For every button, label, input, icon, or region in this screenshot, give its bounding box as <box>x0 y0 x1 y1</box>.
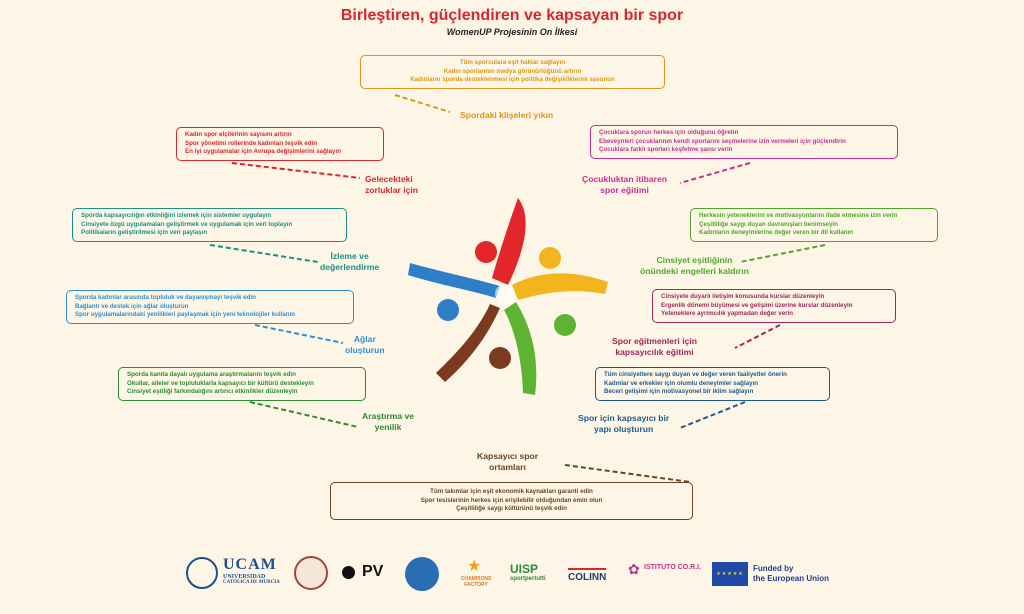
figure-blue <box>408 263 500 321</box>
ucam-logo: UCAM UNIVERSIDAD CATÓLICA DE MURCIA <box>223 556 280 585</box>
university-seal-icon <box>294 556 328 590</box>
principle-box-3: Sporda kapsayıcılığın etkinliğini izleme… <box>72 208 347 242</box>
connector-7 <box>249 401 359 428</box>
principle-item: Ebeveynleri çocuklarının kendi sporların… <box>599 137 846 145</box>
uisp-logo: UISP sportpertutti <box>510 562 546 582</box>
principle-label-4: Cinsiyet eşitliğinin önündeki engelleri … <box>640 255 749 276</box>
principle-item: Yeteneklere ayrımcılık yapmadan değer ve… <box>661 310 794 318</box>
principle-item: Bağlantı ve destek için ağlar oluşturun <box>75 302 189 310</box>
connector-3 <box>209 244 319 263</box>
principle-item: Okullar, aileler ve topluluklarla kapsay… <box>127 379 314 387</box>
principle-item: Tüm cinsiyetlere saygı duyan ve değer ve… <box>604 371 787 378</box>
figure-green <box>504 302 576 395</box>
connector-0 <box>394 94 451 113</box>
principle-item: Spor yönetimi rollerinde kadınları teşvi… <box>185 139 318 147</box>
principle-item: Çeşitliliğe saygı kültürünü teşvik edin <box>456 505 567 513</box>
principle-item: Tüm sporculara eşit haklar sağlayın <box>459 59 566 66</box>
connector-9 <box>564 464 691 483</box>
principle-item: Spor tesislerinin herkes için erişilebil… <box>420 496 603 504</box>
principle-item: Cinsiyet eşitliği farkındalığını artırıc… <box>127 388 298 396</box>
principle-item: Cinsiyete duyarlı iletişim konusunda kur… <box>661 293 825 300</box>
principle-item: Herkesin yeteneklerini ve motivasyonları… <box>699 212 898 219</box>
principle-label-8: Spor için kapsayıcı bir yapı oluşturun <box>578 413 670 434</box>
central-emblem <box>408 198 608 395</box>
principle-item: Çocuklara farklı sporları keşfetme şansı… <box>599 146 733 154</box>
page-subtitle: WomenUP Projesinin On İlkesi <box>446 27 578 37</box>
principle-label-1: Gelecekteki zorluklar için <box>365 174 419 195</box>
principle-label-2: Çocukluktan itibaren spor eğitimi <box>582 174 667 195</box>
principle-label-3: İzleme ve değerlendirme <box>320 251 380 272</box>
connector-5 <box>254 324 344 344</box>
principle-label-7: Araştırma ve yenilik <box>362 411 415 432</box>
figure-yellow <box>512 247 608 300</box>
principle-item: Ergenlik dönemi büyümesi ve gelişimi üze… <box>661 301 853 309</box>
principle-label-0: Spordaki klişeleri yıkın <box>460 110 554 120</box>
connector-1 <box>231 162 361 179</box>
page-title: Birleştiren, güçlendiren ve kapsayan bir… <box>340 7 684 24</box>
principle-item: Kadınlar ve erkekler için olumlu deneyim… <box>604 379 759 387</box>
principle-box-8: Tüm cinsiyetlere saygı duyan ve değer ve… <box>595 367 830 401</box>
pv-circle-icon <box>342 566 355 579</box>
principle-box-1: Kadın spor elçilerinin sayısını artırın … <box>176 127 384 161</box>
connector-8 <box>679 401 746 429</box>
principle-item: Çocuklara sporun herkes için olduğunu öğ… <box>599 129 739 136</box>
connector-2 <box>679 162 751 184</box>
principle-item: Kadınların deneyimlerine değer veren bir… <box>699 229 854 237</box>
principle-item: Sporda kapsayıcılığın etkinliğini izleme… <box>81 212 272 219</box>
champions-logo: CHAMPIONS FACTORY <box>460 576 492 588</box>
eu-flag-icon: ★★★★★ <box>712 562 748 586</box>
colinn-logo: COLINN <box>568 568 607 583</box>
principle-item: Tüm takımlar için eşit ekonomik kaynakla… <box>430 488 593 495</box>
principle-item: Sporda kanıta dayalı uygulama araştırmal… <box>127 371 296 378</box>
principle-box-0: Tüm sporculara eşit haklar sağlayın Kadı… <box>360 55 665 89</box>
principle-item: Çeşitliliğe saygı duyan davranışları ben… <box>699 220 838 228</box>
principle-item: Kadınların sporda desteklenmesi için pol… <box>410 76 615 84</box>
principle-item: En iyi uygulamalar için Avrupa değişimle… <box>185 148 341 156</box>
figure-brown <box>436 304 511 382</box>
principle-box-2: Çocuklara sporun herkes için olduğunu öğ… <box>590 125 898 159</box>
principle-item: Beceri gelişimi için motivasyonel bir ik… <box>604 388 754 396</box>
principle-box-9: Tüm takımlar için eşit ekonomik kaynakla… <box>330 482 693 520</box>
principle-box-7: Sporda kanıta dayalı uygulama araştırmal… <box>118 367 366 401</box>
principle-item: Politikaların geliştirilmesi için veri p… <box>81 229 208 237</box>
principle-box-5: Sporda kadınlar arasında topluluk ve day… <box>66 290 354 324</box>
ucam-seal-icon <box>186 557 218 589</box>
principle-box-4: Herkesin yeteneklerini ve motivasyonları… <box>690 208 938 242</box>
university-badge-icon <box>405 557 439 591</box>
principle-label-9: Kapsayıcı spor ortamları <box>477 451 539 472</box>
pv-logo: PV <box>362 563 384 580</box>
connector-4 <box>739 244 826 263</box>
principle-label-5: Ağlar oluşturun <box>345 334 385 355</box>
principle-label-6: Spor eğitmenleri için kapsayıcılık eğiti… <box>612 336 698 357</box>
principle-item: Kadın sporlarının medya görünürlüğünü ar… <box>443 67 582 75</box>
principle-box-6: Cinsiyete duyarlı iletişim konusunda kur… <box>652 289 896 323</box>
principle-item: Cinsiyete özgü uygulamaları geliştirmek … <box>81 220 293 228</box>
figure-red <box>475 198 526 285</box>
principle-item: Spor uygulamalarındaki yenilikleri payla… <box>75 311 296 319</box>
flower-icon: ✿ <box>628 561 640 577</box>
principle-item: Kadın spor elçilerinin sayısını artırın <box>185 131 292 138</box>
eu-funding-text: Funded by the European Union <box>753 564 829 583</box>
footer-logos: UCAM UNIVERSIDAD CATÓLICA DE MURCIA PV ★… <box>0 550 1024 598</box>
champions-star-icon: ★ <box>467 558 482 575</box>
connector-6 <box>734 324 781 349</box>
istituto-logo: ISTITUTO CO.R.I. <box>644 564 702 571</box>
principle-item: Sporda kadınlar arasında topluluk ve day… <box>75 294 256 301</box>
